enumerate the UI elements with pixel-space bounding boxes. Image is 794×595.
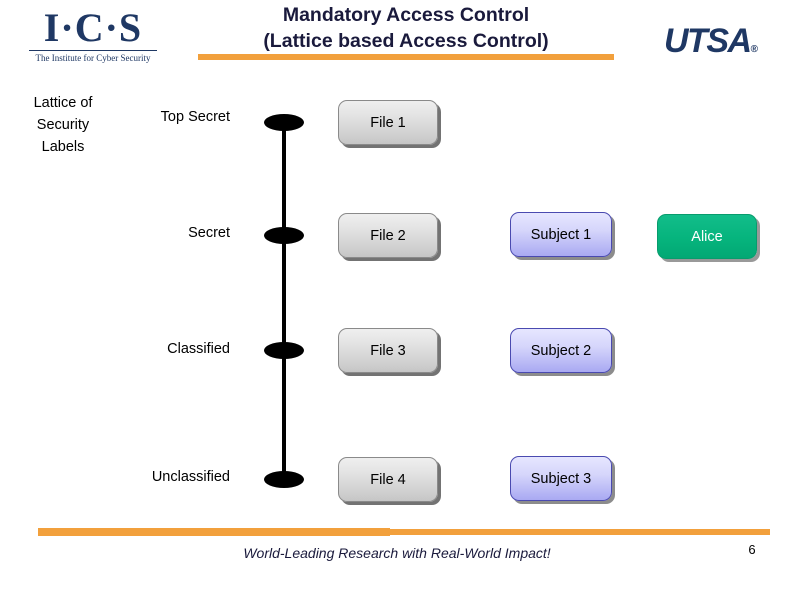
subject-box-1[interactable]: Subject 1	[510, 212, 612, 257]
page-number: 6	[748, 542, 756, 557]
lattice-heading-line-3: Labels	[41, 139, 85, 155]
lattice-heading-line-2: Security	[36, 117, 90, 133]
footer-tagline: World-Leading Research with Real-World I…	[243, 545, 551, 561]
utsa-logo-text: UTSA	[664, 22, 752, 60]
subject-box-2-label: Subject 2	[530, 342, 592, 359]
level-label-classified: Classified	[167, 341, 230, 357]
ics-logo-mark: I·C·S	[43, 5, 143, 50]
user-box-alice-label: Alice	[691, 228, 723, 245]
lattice-node-top-secret	[264, 114, 304, 131]
footer-bar-right	[390, 529, 770, 535]
user-box-alice[interactable]: Alice	[657, 214, 757, 259]
title-underline-bar	[198, 54, 614, 60]
lattice-heading-line-1: Lattice of	[33, 95, 93, 111]
file-box-2[interactable]: File 2	[338, 213, 438, 258]
page-title-line-1: Mandatory Access Control	[282, 4, 530, 26]
lattice-node-secret	[264, 227, 304, 244]
level-label-top-secret: Top Secret	[160, 109, 230, 125]
page-title: Mandatory Access Control (Lattice based …	[198, 2, 614, 54]
file-box-2-label: File 2	[370, 227, 406, 244]
page-title-line-2: (Lattice based Access Control)	[263, 30, 549, 52]
file-box-3-label: File 3	[370, 342, 406, 359]
ics-logo: I·C·S The Institute for Cyber Security	[18, 6, 168, 72]
footer-bar-left	[38, 528, 390, 536]
lattice-section-heading: Lattice of Security Labels	[8, 92, 118, 158]
ics-logo-divider	[29, 50, 157, 51]
file-box-4[interactable]: File 4	[338, 457, 438, 502]
file-box-1[interactable]: File 1	[338, 100, 438, 145]
level-label-unclassified: Unclassified	[151, 469, 230, 485]
file-box-3[interactable]: File 3	[338, 328, 438, 373]
utsa-logo: UTSA®	[664, 24, 758, 67]
lattice-chain-line	[282, 122, 286, 480]
subject-box-1-label: Subject 1	[530, 226, 592, 243]
subject-box-3-label: Subject 3	[530, 470, 592, 487]
subject-box-3[interactable]: Subject 3	[510, 456, 612, 501]
file-box-1-label: File 1	[370, 114, 406, 131]
lattice-node-unclassified	[264, 471, 304, 488]
level-label-secret: Secret	[188, 225, 230, 241]
lattice-node-classified	[264, 342, 304, 359]
ics-logo-subtitle: The Institute for Cyber Security	[35, 53, 151, 63]
file-box-4-label: File 4	[370, 471, 406, 488]
registered-trademark-icon: ®	[750, 44, 758, 55]
subject-box-2[interactable]: Subject 2	[510, 328, 612, 373]
